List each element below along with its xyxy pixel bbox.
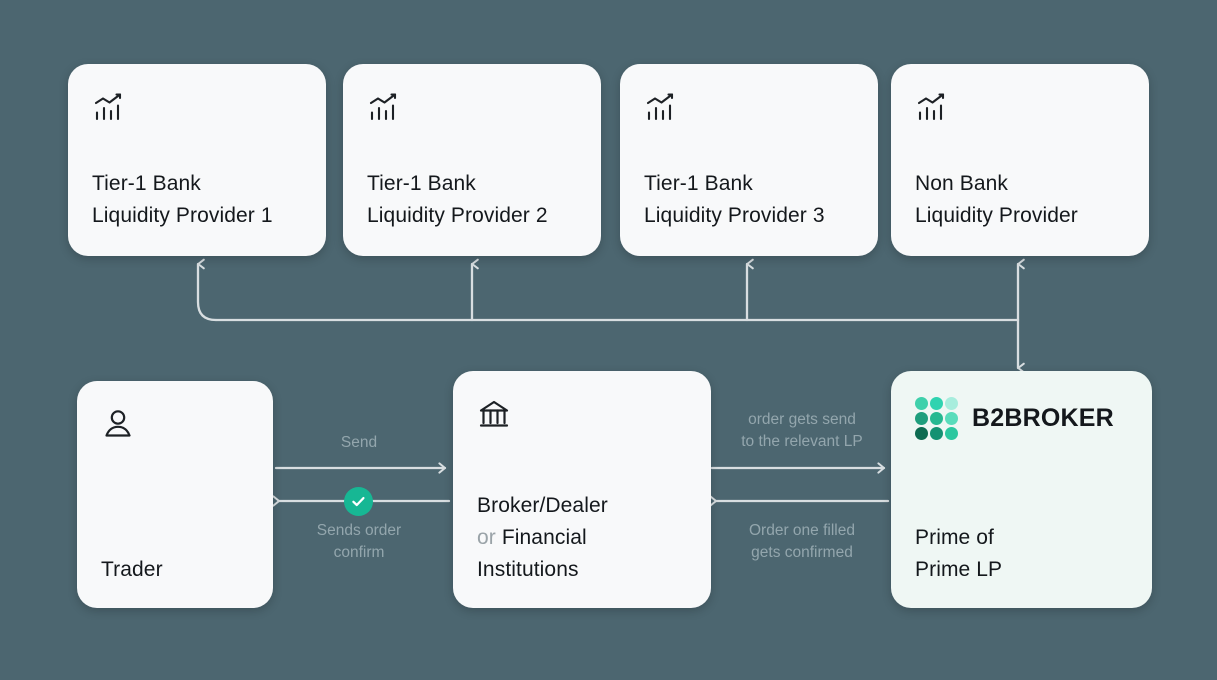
- trader-label: Trader: [101, 558, 163, 582]
- card-title-line2: Liquidity Provider 3: [644, 204, 825, 228]
- card-title: Broker/Dealer or Financial Institutions: [477, 490, 687, 586]
- brand-dot: [915, 412, 928, 425]
- person-icon: [101, 407, 135, 441]
- card-b2broker-prime-of-prime[interactable]: B2BROKER Prime of Prime LP: [891, 371, 1152, 608]
- edge-label-sends-order-confirm: Sends order confirm: [316, 522, 402, 561]
- bar-chart-trend-icon: [92, 90, 126, 124]
- card-trader[interactable]: Trader: [77, 381, 273, 608]
- b2broker-dot-grid-logo: [915, 397, 958, 440]
- card-title: Tier-1 Bank Liquidity Provider 1: [92, 168, 302, 232]
- check-circle-icon: [344, 487, 373, 516]
- b2broker-brand-name: B2BROKER: [972, 404, 1114, 432]
- brand-dot: [930, 397, 943, 410]
- b2broker-title-line1: Prime of: [915, 526, 994, 550]
- brand-dot: [915, 397, 928, 410]
- card-title: Tier-1 Bank Liquidity Provider 3: [644, 168, 854, 232]
- b2broker-title-line2: Prime LP: [915, 558, 1003, 582]
- bar-chart-trend-icon: [644, 90, 678, 124]
- edge-label-order-gets-send: order gets send to the relevant LP: [741, 411, 863, 450]
- brand-dot: [945, 412, 958, 425]
- edge-label-send: Send: [340, 434, 378, 451]
- card-broker-dealer[interactable]: Broker/Dealer or Financial Institutions: [453, 371, 711, 608]
- wire-riser-lp1: [196, 258, 218, 322]
- card-non-bank-liquidity-provider[interactable]: Non Bank Liquidity Provider: [891, 64, 1149, 256]
- bar-chart-trend-icon: [367, 90, 401, 124]
- card-title-line2: Liquidity Provider 1: [92, 204, 273, 228]
- card-title: Non Bank Liquidity Provider: [915, 168, 1125, 232]
- broker-title-line1: Broker/Dealer: [477, 494, 608, 518]
- bank-icon: [477, 397, 511, 431]
- brand-dot: [945, 397, 958, 410]
- card-title-line2: Liquidity Provider: [915, 204, 1078, 228]
- card-title-line2: Liquidity Provider 2: [367, 204, 548, 228]
- card-liquidity-provider-2[interactable]: Tier-1 Bank Liquidity Provider 2: [343, 64, 601, 256]
- broker-title-line2: or Financial: [477, 522, 687, 554]
- b2broker-brand-lockup: B2BROKER: [915, 397, 1128, 440]
- broker-title-or: or: [477, 526, 502, 550]
- card-liquidity-provider-3[interactable]: Tier-1 Bank Liquidity Provider 3: [620, 64, 878, 256]
- bar-chart-trend-icon: [915, 90, 949, 124]
- card-title-line1: Tier-1 Bank: [92, 172, 201, 196]
- edge-label-order-one-filled: Order one filled gets confirmed: [749, 522, 855, 561]
- broker-title-line3: Institutions: [477, 558, 579, 582]
- card-title: Trader: [101, 554, 249, 586]
- card-title: Prime of Prime LP: [915, 522, 1128, 586]
- card-liquidity-provider-1[interactable]: Tier-1 Bank Liquidity Provider 1: [68, 64, 326, 256]
- brand-dot: [915, 427, 928, 440]
- brand-dot: [930, 412, 943, 425]
- card-title-line1: Tier-1 Bank: [367, 172, 476, 196]
- brand-dot: [930, 427, 943, 440]
- broker-title-financial: Financial: [501, 526, 587, 550]
- brand-dot: [945, 427, 958, 440]
- card-title-line1: Tier-1 Bank: [644, 172, 753, 196]
- card-title-line1: Non Bank: [915, 172, 1009, 196]
- card-title: Tier-1 Bank Liquidity Provider 2: [367, 168, 577, 232]
